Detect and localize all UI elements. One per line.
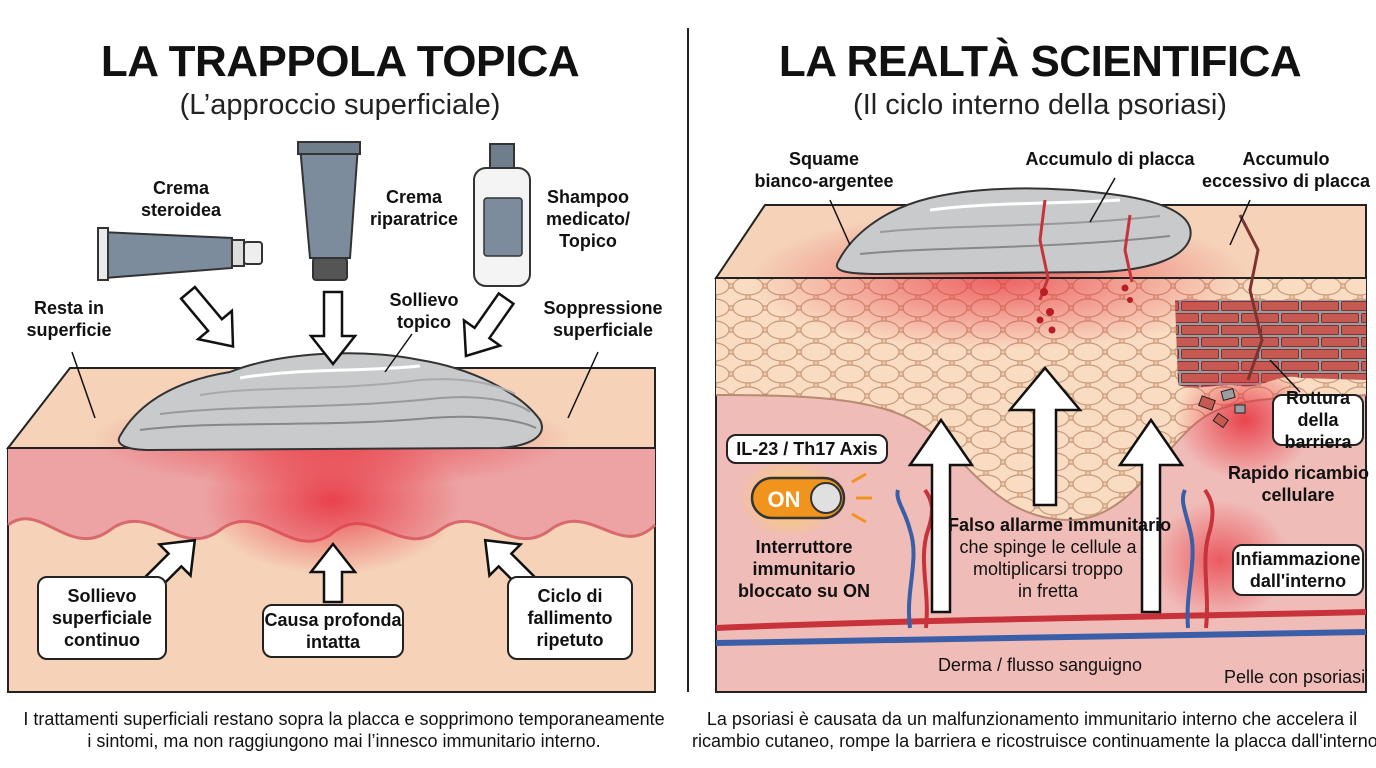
crema-steroidea-tube-icon: [97, 227, 263, 281]
right-subtitle: (Il ciclo interno della psoriasi): [853, 89, 1227, 121]
shampoo-bottle-icon: [473, 143, 531, 287]
left-title: LA TRAPPOLA TOPICA: [100, 37, 580, 86]
pointer-sollievo-topico: [384, 333, 413, 373]
left-plaque: [117, 352, 543, 452]
pointer-accumulo: [1089, 177, 1116, 223]
arrow-shampoo-icon: [462, 291, 516, 358]
label-accumulo: Accumulo di placca: [1025, 149, 1195, 169]
arrow-steroidea-icon: [179, 285, 235, 348]
label-derma: Derma / flusso sanguigno: [937, 655, 1143, 675]
pointer-soppressione: [567, 351, 599, 419]
box-il23: IL-23 / Th17 Axis: [726, 434, 888, 464]
arrow-up-center-icon: [308, 541, 358, 604]
pointer-squame: [829, 199, 851, 246]
pointer-resta: [71, 351, 96, 419]
arrow-riparatrice-icon: [308, 290, 358, 367]
switch-on-label: ON: [768, 487, 801, 512]
label-pelle-psoriasi: Pelle con psoriasi: [1224, 667, 1366, 687]
pointer-rottura: [1269, 359, 1301, 393]
right-title: LA REALTÀ SCIENTIFICA: [778, 37, 1302, 86]
pointer-accumulo-eccessivo: [1229, 199, 1251, 246]
right-plaque: [835, 187, 1264, 381]
left-subtitle: (L’approccio superficiale): [179, 89, 501, 121]
crema-riparatrice-tube-icon: [297, 141, 361, 281]
on-switch: ON: [738, 458, 872, 538]
arrow-up-1-icon: [907, 417, 975, 614]
label-falso-allarme: Falso allarme immunitario che spinge le …: [948, 515, 1172, 601]
left-caption: I trattamenti superficiali restano sopra…: [23, 709, 665, 751]
arrow-up-3-icon: [1117, 417, 1185, 614]
barrier-rubble: [1198, 387, 1246, 429]
right-caption: La psoriasi è causata da un malfunzionam…: [692, 709, 1376, 751]
arrow-up-2-icon: [1007, 366, 1083, 507]
blood-drops: [1036, 284, 1133, 334]
